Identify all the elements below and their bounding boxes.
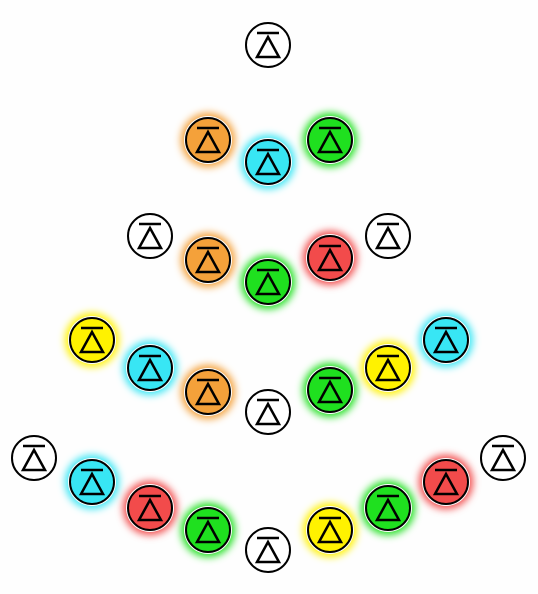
triangle-token-icon: [365, 213, 411, 259]
token-orange: [184, 368, 232, 416]
triangle-token-icon: [307, 235, 353, 281]
token-yellow: [364, 344, 412, 392]
token-white: [244, 388, 292, 436]
token-green: [306, 116, 354, 164]
triangle-token-icon: [480, 435, 526, 481]
triangle-token-icon: [307, 507, 353, 553]
token-orange: [184, 236, 232, 284]
token-cyan: [244, 138, 292, 186]
token-white: [244, 21, 292, 69]
token-white: [10, 434, 58, 482]
triangle-token-icon: [185, 369, 231, 415]
token-red: [126, 484, 174, 532]
token-green: [244, 258, 292, 306]
token-yellow: [306, 506, 354, 554]
token-red: [422, 458, 470, 506]
triangle-token-icon: [307, 117, 353, 163]
token-green: [364, 484, 412, 532]
token-white: [126, 212, 174, 260]
triangle-token-icon: [245, 139, 291, 185]
triangle-token-icon: [127, 213, 173, 259]
token-cyan: [422, 316, 470, 364]
token-green: [306, 366, 354, 414]
triangle-token-icon: [127, 485, 173, 531]
token-white: [244, 526, 292, 574]
triangle-token-icon: [365, 485, 411, 531]
token-cyan: [68, 458, 116, 506]
triangle-token-icon: [245, 259, 291, 305]
triangle-token-icon: [185, 237, 231, 283]
triangle-token-icon: [69, 317, 115, 363]
triangle-token-icon: [365, 345, 411, 391]
token-orange: [184, 116, 232, 164]
triangle-token-icon: [423, 459, 469, 505]
token-white: [364, 212, 412, 260]
triangle-token-icon: [127, 345, 173, 391]
token-yellow: [68, 316, 116, 364]
triangle-token-icon: [11, 435, 57, 481]
triangle-token-icon: [185, 117, 231, 163]
triangle-token-icon: [185, 507, 231, 553]
triangle-token-icon: [423, 317, 469, 363]
triangle-token-icon: [307, 367, 353, 413]
triangle-token-icon: [245, 389, 291, 435]
triangle-token-icon: [69, 459, 115, 505]
triangle-token-icon: [245, 527, 291, 573]
triangle-token-icon: [245, 22, 291, 68]
token-white: [479, 434, 527, 482]
token-red: [306, 234, 354, 282]
token-cyan: [126, 344, 174, 392]
token-green: [184, 506, 232, 554]
